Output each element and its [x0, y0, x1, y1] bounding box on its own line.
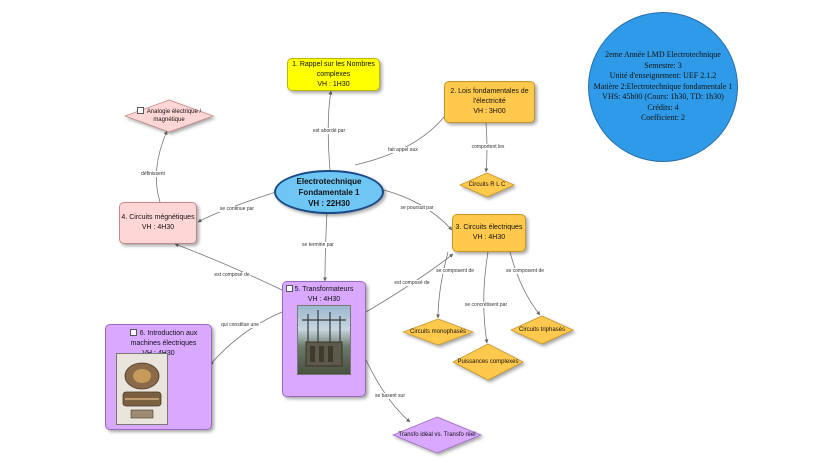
info-line: Semestre: 3	[644, 60, 682, 70]
edge-elec-puissances	[483, 251, 489, 344]
edge-label-constitue: qui constitue une	[220, 322, 260, 328]
info-line: Coefficient: 2	[640, 113, 686, 123]
node-rlc-label: Circuits R L C	[468, 182, 506, 188]
node-transformateurs[interactable]: 5. Transformateurs VH : 4H30	[282, 281, 366, 397]
edge-label-composent-mono: se composent de	[434, 268, 476, 274]
edge-label-definissent: définissent	[140, 171, 166, 177]
edge-center-transfo	[323, 211, 328, 282]
edge-label-termine: se termine par	[301, 242, 335, 248]
node-circuits-monophases[interactable]: Circuits monophasés	[402, 318, 474, 346]
info-line: Crédits: 4	[647, 102, 679, 112]
edge-magn-analogie	[155, 130, 168, 203]
node-mono-label: Circuits monophasés	[409, 329, 467, 335]
node-tri-label: Circuits triphasés	[518, 327, 565, 333]
edge-label-continue: se continue par	[218, 206, 256, 212]
node-puissances-label: Puissances complexes	[457, 359, 519, 365]
edge-transfo-ideal	[365, 359, 411, 423]
node-circuits-magnetiques[interactable]: 4. Circuits mégnétiques VH : 4H30	[119, 202, 197, 244]
central-topic-title: Electrotechnique Fondamentale 1	[296, 176, 362, 197]
node-circuits-electriques[interactable]: 3. Circuits électriques VH : 4H30	[452, 214, 526, 252]
node-circuits-magn-title: 4. Circuits mégnétiques	[121, 214, 195, 221]
edge-label-aborde: est abordé par	[311, 128, 347, 134]
node-lois-vh: VH : 3H00	[473, 108, 506, 115]
node-rappel-nombres-complexes[interactable]: 1. Rappel sur les Nombres complexes VH :…	[287, 58, 380, 91]
edge-transfo-machines	[209, 311, 283, 366]
node-puissances-complexes[interactable]: Puissances complexes	[452, 343, 524, 381]
node-machines-electriques[interactable]: 6. Introduction aux machines électriques…	[105, 324, 212, 430]
node-transfo-vh: VH : 4H30	[307, 296, 341, 303]
node-lois-fondamentales[interactable]: 2. Lois fondamentales de l'électricité V…	[444, 81, 535, 123]
info-line: Matière 2:Electrotechnique fondamentale …	[593, 81, 733, 91]
node-rappel-vh: VH : 1H30	[317, 80, 350, 88]
node-circuits-rlc[interactable]: Circuits R L C	[459, 172, 515, 198]
edge-center-rappel	[327, 90, 333, 171]
edge-transfo-magn	[174, 243, 283, 291]
info-line: VHS: 45h00 (Cours: 1h30, TD: 1h30)	[602, 92, 724, 102]
node-transfo-ideal-label: Transfo idéal vs. Transfo réel	[398, 432, 476, 438]
document-icon	[129, 328, 137, 336]
node-transfo-title: 5. Transformateurs	[294, 286, 354, 293]
node-rappel-title: 1. Rappel sur les Nombres complexes	[292, 60, 375, 78]
edge-label-compose-de-4: est composé de	[213, 272, 251, 278]
central-topic-vh: VH : 22H30	[308, 198, 350, 208]
node-circuits-elec-vh: VH : 4H30	[472, 234, 506, 241]
node-circuits-triphases[interactable]: Circuits triphasés	[510, 315, 574, 345]
info-line: 2eme Année LMD Electrotechnique	[605, 50, 721, 60]
node-transfo-ideal-reel[interactable]: Transfo idéal vs. Transfo réel	[392, 416, 482, 454]
central-topic-node[interactable]: Electrotechnique Fondamentale 1 VH : 22H…	[274, 170, 384, 214]
node-circuits-elec-title: 3. Circuits électriques	[455, 224, 523, 231]
edge-elec-mono	[436, 251, 449, 319]
edge-label-concretisent: se concrétisent par	[463, 302, 509, 308]
edge-label-poursuit: se poursuit par	[399, 205, 435, 211]
edge-center-lois	[354, 111, 449, 166]
edge-label-basent: se basent sur	[373, 393, 407, 399]
electric-machine-photo	[116, 353, 168, 425]
node-circuits-magn-vh: VH : 4H30	[141, 224, 175, 231]
node-lois-title: 2. Lois fondamentales de l'électricité	[450, 88, 529, 105]
edge-label-compose-de-5: est composé de	[393, 280, 431, 286]
transformer-photo	[297, 305, 351, 375]
node-analogie[interactable]: Analogie électrique / magnétique	[124, 99, 214, 133]
node-machines-title: 6. Introduction aux machines électriques	[130, 330, 198, 347]
edge-label-composent-tri: se composent de	[504, 268, 546, 274]
edge-elec-tri	[509, 251, 541, 316]
document-icon	[136, 106, 144, 114]
edge-label-comportent: comportent les	[470, 144, 506, 150]
node-analogie-label: Analogie électrique / magnétique	[146, 109, 202, 124]
course-info-circle: 2eme Année LMD Electrotechnique Semestre…	[588, 12, 738, 162]
info-line: Unité d'enseignement: UEF 2.1.2	[609, 71, 717, 81]
document-icon	[286, 285, 293, 292]
edge-label-appel: fait appel aux	[387, 147, 419, 153]
